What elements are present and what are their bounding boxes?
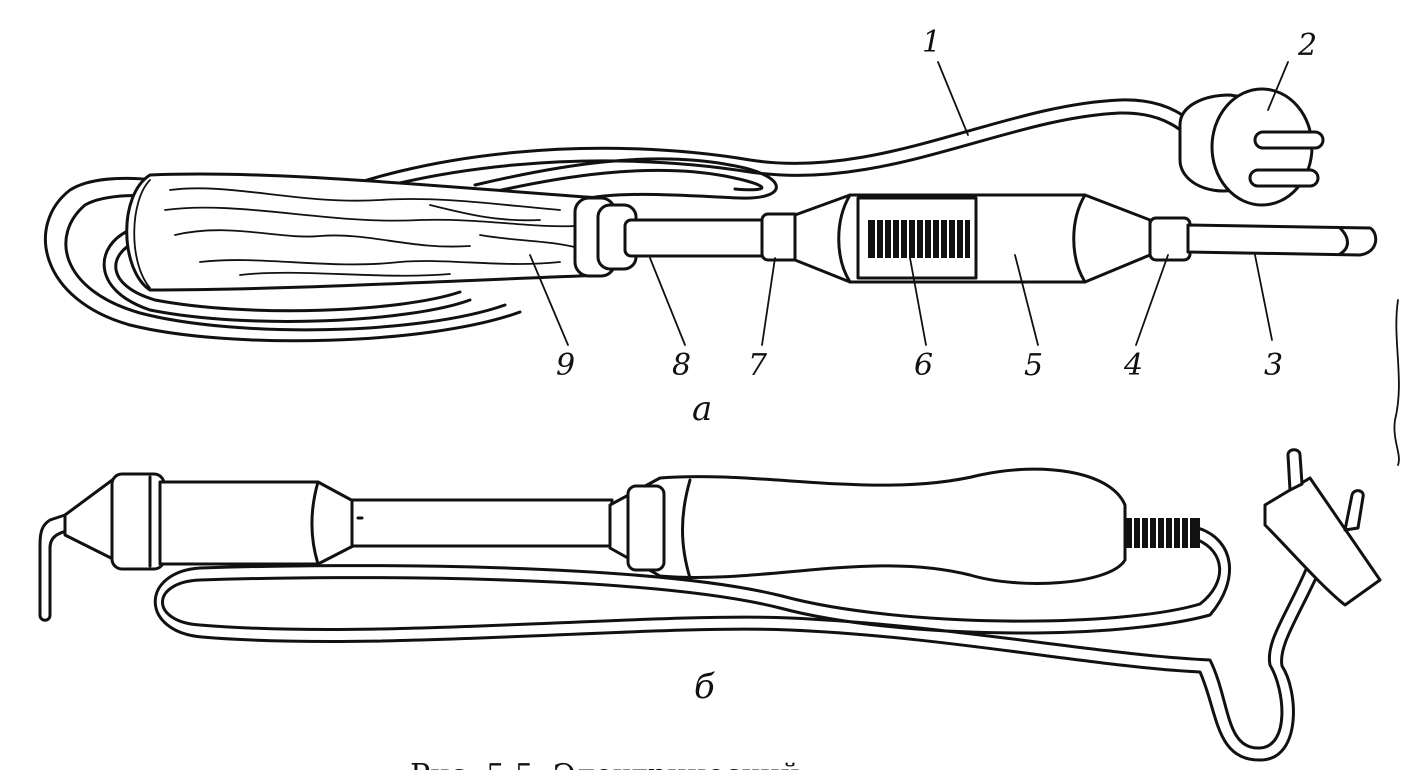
- cord-loop-a-2-inner: [114, 240, 462, 313]
- cord-loop-a-2: [102, 228, 472, 323]
- label-4: 4: [1123, 348, 1143, 383]
- cord-kink-inner: [478, 168, 764, 197]
- label-1: 1: [922, 25, 941, 60]
- cord-kink: [473, 157, 778, 202]
- bent-tip-b: [38, 508, 82, 622]
- barrel-b: [158, 480, 357, 566]
- label-2: 2: [1297, 28, 1317, 63]
- soldering-iron-a: 1 2 3 4 5 6 7 8 9 а: [43, 25, 1378, 429]
- label-3: 3: [1264, 348, 1283, 383]
- tip-3: [1186, 223, 1378, 257]
- plug-2: [1178, 87, 1325, 207]
- scan-edge-artifact: [1393, 299, 1400, 466]
- nut-4: [1148, 216, 1192, 262]
- label-7: 7: [748, 348, 768, 383]
- label-9: 9: [556, 348, 575, 383]
- cord-b-inner: [153, 538, 1324, 762]
- tube: [623, 218, 772, 258]
- heater-housing-5: [793, 193, 1152, 284]
- label-5: 5: [1024, 348, 1043, 383]
- label-6: 6: [914, 348, 933, 383]
- subfigure-label-b: б: [694, 667, 715, 707]
- cord-b: [161, 526, 1312, 750]
- subfigure-label-a: а: [692, 389, 712, 429]
- shaft-b: [350, 498, 614, 548]
- wooden-handle-9: [125, 172, 607, 292]
- cord-1: [298, 98, 1212, 207]
- label-8: 8: [672, 348, 691, 383]
- strain-relief-b: [1125, 518, 1200, 548]
- nose-cone-b: [63, 476, 117, 562]
- soldering-iron-b: б: [38, 448, 1382, 762]
- front-collar-b: [110, 472, 166, 571]
- plug-b: [1263, 448, 1382, 607]
- cord-1-inner: [298, 111, 1202, 217]
- figure-caption: Рис. 5.5. Электрический: [410, 758, 800, 770]
